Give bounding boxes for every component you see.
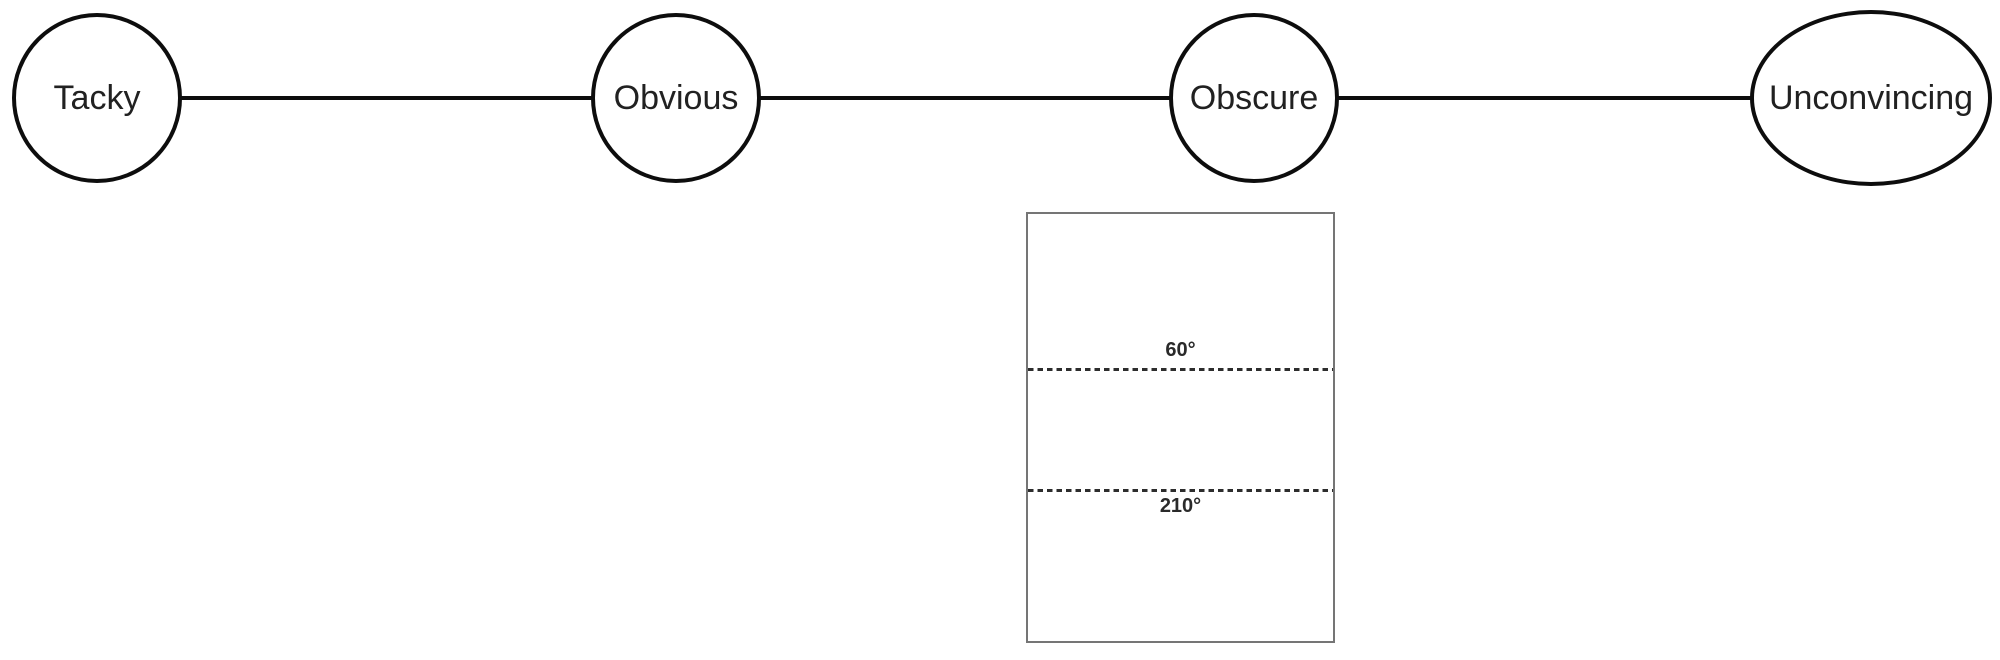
- edge-tacky-obvious: [97, 96, 676, 100]
- node-unconvincing-label: Unconvincing: [1768, 78, 1974, 117]
- lower-angle-label: 210°: [1159, 495, 1202, 517]
- node-tacky[interactable]: Tacky: [12, 13, 182, 183]
- upper-dashed-line: [1028, 368, 1333, 371]
- edge-obvious-obscure: [676, 96, 1254, 100]
- node-obscure[interactable]: Obscure: [1169, 13, 1339, 183]
- node-unconvincing[interactable]: Unconvincing: [1750, 10, 1992, 186]
- node-obvious[interactable]: Obvious: [591, 13, 761, 183]
- node-tacky-label: Tacky: [53, 78, 141, 117]
- lower-dashed-line: [1028, 489, 1333, 492]
- upper-angle-label: 60°: [1165, 339, 1196, 361]
- node-obvious-label: Obvious: [613, 78, 739, 117]
- edge-obscure-unconvincing: [1254, 96, 1871, 100]
- node-obscure-label: Obscure: [1189, 78, 1319, 117]
- angle-rectangle: 60° 210°: [1026, 212, 1335, 643]
